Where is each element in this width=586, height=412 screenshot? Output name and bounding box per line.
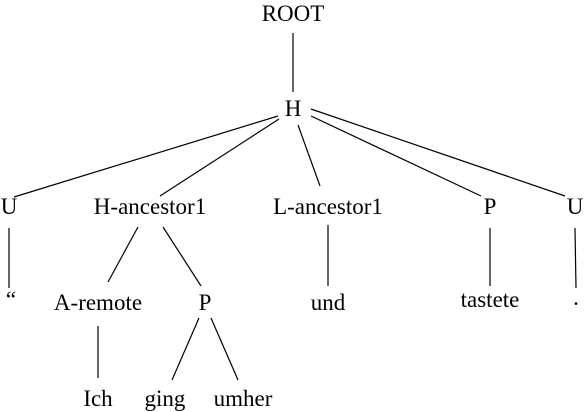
edge-h-to-u-right — [310, 108, 566, 197]
node-u-right: U — [567, 194, 584, 219]
node-root: ROOT — [262, 1, 325, 26]
leaf-ich: Ich — [83, 386, 113, 411]
edge-h-to-u-left — [13, 115, 279, 198]
leaf-period: . — [573, 285, 579, 310]
edge-h-ancestor1-to-p-mid — [162, 226, 202, 287]
leaf-tastete: tastete — [461, 287, 520, 312]
node-p-mid: P — [199, 290, 212, 315]
node-a-remote: A-remote — [54, 290, 142, 315]
node-p-right: P — [484, 194, 497, 219]
node-h-ancestor1: H-ancestor1 — [94, 194, 206, 219]
leaf-und: und — [311, 290, 346, 315]
node-u-left: U — [1, 194, 18, 219]
edge-p-mid-to-umher — [210, 317, 239, 381]
edge-h-to-l-ancestor1 — [297, 124, 321, 187]
tree-edges — [8, 33, 577, 381]
leaf-quote: “ — [6, 287, 16, 312]
edge-h-to-h-ancestor1 — [159, 118, 280, 197]
node-h: H — [285, 96, 302, 121]
edge-h-ancestor1-to-a-remote — [107, 226, 139, 283]
edge-p-mid-to-ging — [171, 317, 200, 381]
leaf-umher: umher — [214, 386, 273, 411]
edge-h-to-p-right — [310, 115, 482, 197]
edge-u-right-to-period — [574, 227, 577, 289]
node-l-ancestor1: L-ancestor1 — [273, 194, 383, 219]
leaf-ging: ging — [145, 386, 186, 411]
